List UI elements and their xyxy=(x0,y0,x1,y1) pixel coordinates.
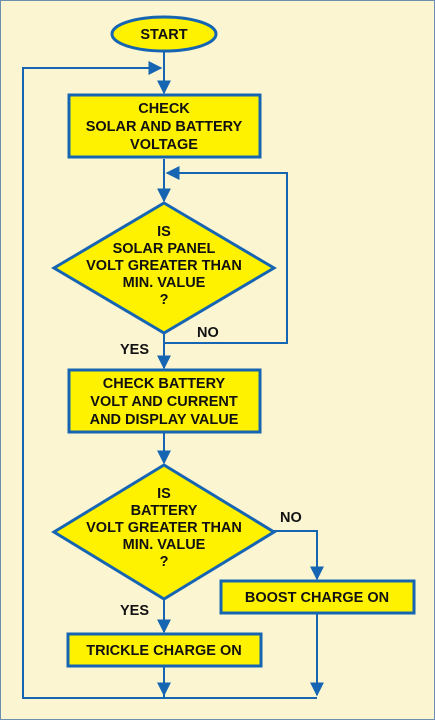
decision-solar-line: MIN. VALUE xyxy=(123,275,206,291)
edge-battery-no xyxy=(274,530,324,581)
trickle-charge-label: TRICKLE CHARGE ON xyxy=(86,643,241,659)
battery-no-label: NO xyxy=(280,510,302,526)
decision-battery-line: BATTERY xyxy=(131,503,198,519)
decision-battery-line: VOLT GREATER THAN xyxy=(86,520,242,536)
check-voltage-box xyxy=(67,93,262,159)
check-voltage-line: VOLTAGE xyxy=(130,137,198,153)
decision-battery-diamond xyxy=(51,463,277,601)
decision-solar-line: ? xyxy=(160,292,169,308)
check-voltage-line: CHECK xyxy=(138,101,190,117)
solar-no-label: NO xyxy=(197,325,219,341)
check-battery-line: VOLT AND CURRENT xyxy=(90,394,238,410)
node-trickle-charge: TRICKLE CHARGE ON xyxy=(66,632,263,668)
trickle-charge-box xyxy=(66,632,263,668)
boost-charge-label: BOOST CHARGE ON xyxy=(245,590,389,606)
check-voltage-line: SOLAR AND BATTERY xyxy=(86,119,243,135)
start-label: START xyxy=(140,27,187,43)
boost-charge-box xyxy=(219,579,416,615)
check-battery-line: CHECK BATTERY xyxy=(103,376,226,392)
decision-solar-line: IS xyxy=(157,224,171,240)
decision-battery-line: ? xyxy=(160,554,169,570)
node-boost-charge: BOOST CHARGE ON xyxy=(219,579,416,615)
decision-solar-line: SOLAR PANEL xyxy=(113,241,216,257)
decision-solar-line: VOLT GREATER THAN xyxy=(86,258,242,274)
start-terminal xyxy=(110,15,218,53)
node-start: START xyxy=(110,15,218,53)
decision-battery-line: IS xyxy=(157,486,171,502)
boost-charge-line: BOOST CHARGE ON xyxy=(245,590,389,606)
check-battery-label: CHECK BATTERY VOLT AND CURRENT AND DISPLAY… xyxy=(90,376,239,428)
node-check-voltage: CHECK SOLAR AND BATTERY VOLTAGE xyxy=(67,93,262,159)
battery-yes-label: YES xyxy=(120,603,149,619)
solar-yes-label: YES xyxy=(120,342,149,358)
check-battery-line: AND DISPLAY VALUE xyxy=(90,412,239,428)
decision-battery-line: MIN. VALUE xyxy=(123,537,206,553)
check-voltage-label: CHECK SOLAR AND BATTERY VOLTAGE xyxy=(86,101,243,153)
start-line: START xyxy=(140,27,187,43)
check-battery-box xyxy=(67,368,262,434)
trickle-charge-line: TRICKLE CHARGE ON xyxy=(86,643,241,659)
edge-solar-no-loop xyxy=(164,166,288,344)
node-check-battery: CHECK BATTERY VOLT AND CURRENT AND DISPLAY… xyxy=(67,368,262,434)
edge-loop-back-main xyxy=(22,61,164,699)
decision-solar-diamond xyxy=(51,201,277,335)
